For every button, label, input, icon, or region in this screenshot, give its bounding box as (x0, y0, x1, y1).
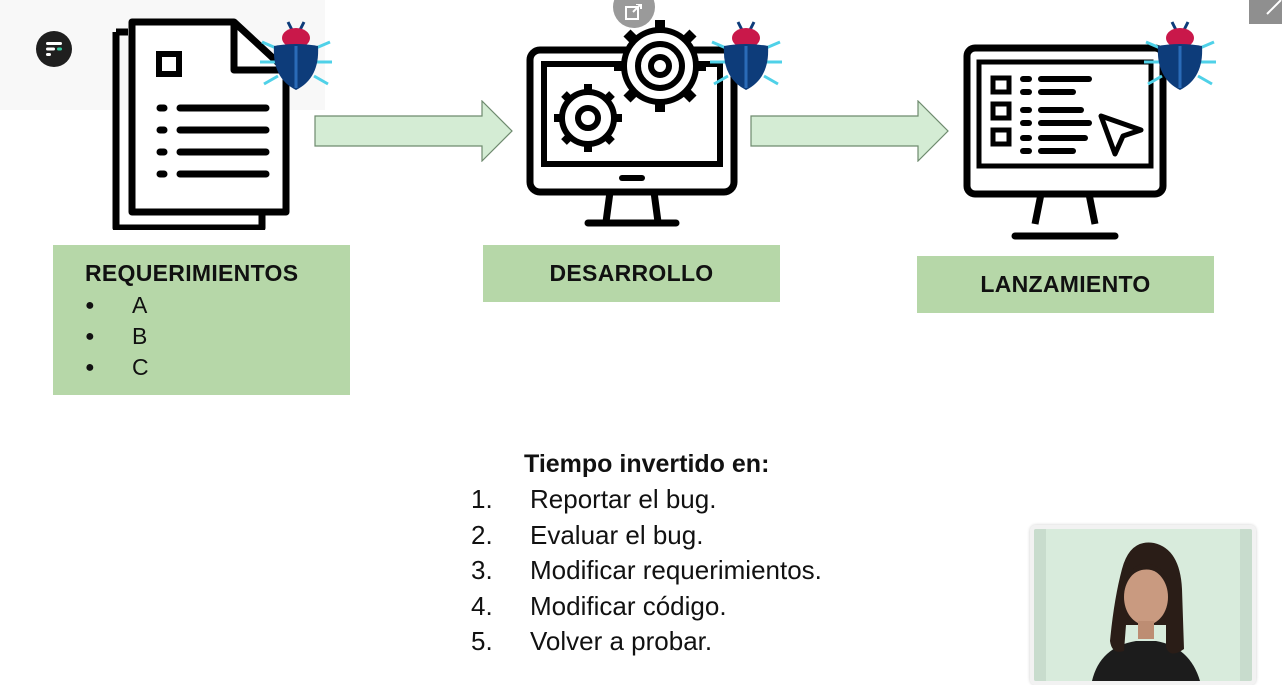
computer-gears-icon (526, 20, 738, 227)
list-item: 2.Evaluar el bug. (471, 519, 704, 550)
webcam-overlay[interactable] (1030, 525, 1256, 685)
development-title: DESARROLLO (549, 260, 714, 286)
requirements-title: REQUERIMIENTOS (85, 260, 299, 286)
bug-icon (1144, 21, 1216, 90)
expand-icon[interactable] (1249, 0, 1282, 24)
list-item: ●A (85, 292, 148, 318)
list-item: ●B (85, 323, 148, 349)
list-item: 5.Volver a probar. (471, 626, 713, 656)
arrow-icon (750, 100, 949, 162)
development-box: DESARROLLO (483, 245, 780, 302)
bug-icon (710, 21, 782, 90)
list-item: 1.Reportar el bug. (471, 484, 717, 514)
list-item: ●C (85, 354, 149, 380)
document-icon (112, 18, 290, 230)
presenter-video (1034, 529, 1252, 681)
bug-icon (260, 21, 332, 90)
time-invested-title: Tiempo invertido en: (524, 450, 770, 478)
requirements-box: REQUERIMIENTOS ●A ●B ●C (53, 245, 350, 395)
launch-box: LANZAMIENTO (917, 256, 1214, 313)
steps-list: 1.Reportar el bug. 2.Evaluar el bug. 3.M… (471, 482, 822, 660)
list-item: 4.Modificar código. (471, 590, 727, 621)
launch-title: LANZAMIENTO (980, 271, 1151, 297)
list-item: 3.Modificar requerimientos. (471, 555, 822, 585)
arrow-icon (314, 100, 513, 162)
computer-checklist-icon (963, 44, 1167, 240)
requirements-list: ●A ●B ●C (85, 290, 149, 383)
app-logo-icon[interactable] (36, 31, 72, 67)
